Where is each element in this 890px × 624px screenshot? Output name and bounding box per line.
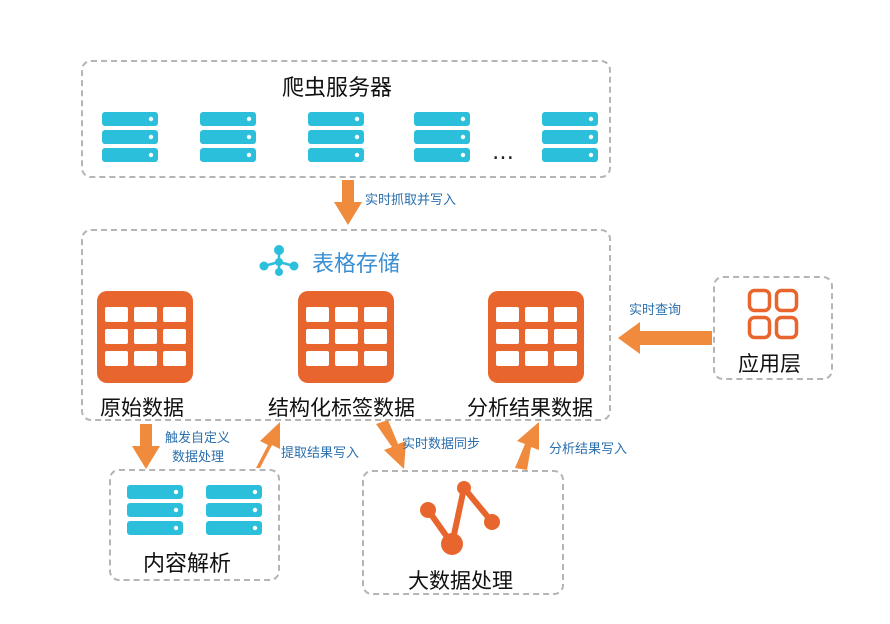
trigger-processing-arrow bbox=[132, 424, 160, 469]
extract-write-arrow bbox=[256, 422, 280, 468]
big-data-group bbox=[362, 470, 564, 595]
app-layer-title: 应用层 bbox=[738, 352, 801, 376]
extract-write-label: 提取结果写入 bbox=[281, 446, 360, 461]
table-store-icon bbox=[259, 245, 299, 276]
server-icon bbox=[102, 112, 158, 162]
content-parse-group bbox=[109, 469, 280, 581]
realtime-sync-arrow bbox=[376, 420, 406, 469]
server-icon bbox=[127, 485, 183, 535]
table-store-group bbox=[81, 229, 611, 421]
analysis-write-arrow bbox=[515, 422, 539, 470]
table-icon bbox=[97, 291, 193, 383]
table-label-structured: 结构化标签数据 bbox=[268, 396, 415, 420]
server-icon bbox=[542, 112, 598, 162]
crawl-write-label: 实时抓取并写入 bbox=[365, 193, 457, 208]
app-grid-icon bbox=[747, 288, 799, 340]
crawler-server-title: 爬虫服务器 bbox=[282, 76, 393, 101]
trigger-label-line1: 触发自定义 bbox=[165, 431, 231, 446]
table-store-title: 表格存储 bbox=[312, 252, 401, 277]
table-icon bbox=[298, 291, 394, 383]
crawler-server-group bbox=[81, 60, 611, 178]
table-label-raw: 原始数据 bbox=[100, 396, 184, 420]
crawl-write-arrow bbox=[334, 180, 362, 225]
analysis-write-label: 分析结果写入 bbox=[549, 442, 628, 457]
server-icon bbox=[414, 112, 470, 162]
server-icon bbox=[200, 112, 256, 162]
server-icon bbox=[206, 485, 262, 535]
realtime-sync-label: 实时数据同步 bbox=[402, 437, 481, 452]
big-data-title: 大数据处理 bbox=[408, 569, 513, 593]
table-icon bbox=[488, 291, 584, 383]
table-label-analysis: 分析结果数据 bbox=[467, 396, 593, 420]
server-icon bbox=[308, 112, 364, 162]
realtime-query-label: 实时查询 bbox=[629, 303, 682, 318]
trigger-label-line2: 数据处理 bbox=[172, 450, 225, 465]
content-parse-title: 内容解析 bbox=[143, 552, 232, 577]
big-data-graph-icon bbox=[420, 481, 500, 555]
app-layer-group bbox=[713, 276, 833, 380]
more-servers-ellipsis: … bbox=[492, 140, 516, 165]
realtime-query-arrow bbox=[618, 322, 712, 354]
